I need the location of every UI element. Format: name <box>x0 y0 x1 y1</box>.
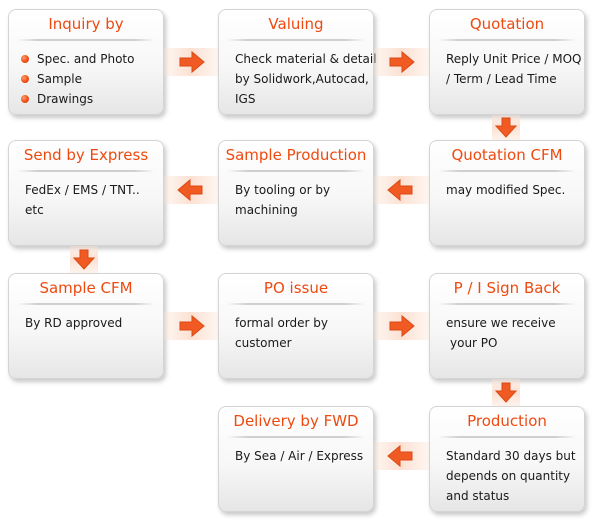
step-body: Check material & detail by Solidwork,Aut… <box>235 52 377 106</box>
step-title: Valuing <box>268 15 324 33</box>
arrow-right-icon <box>164 308 218 344</box>
arrow-right-icon <box>374 44 429 80</box>
step-pi-sign-back: P / I Sign Back ensure we receive your P… <box>429 273 585 379</box>
list-item: Spec. and Photo <box>21 49 153 69</box>
divider <box>17 39 155 41</box>
step-body: Standard 30 days but depends on quantity… <box>446 449 576 503</box>
step-sample-production: Sample Production By tooling or by machi… <box>218 140 374 246</box>
step-title: Quotation <box>469 15 545 33</box>
bullet-icon <box>21 75 29 83</box>
list-item: Sample <box>21 69 153 89</box>
step-title: PO issue <box>263 279 329 297</box>
step-quotation: Quotation Reply Unit Price / MOQ / Term … <box>429 9 585 115</box>
divider <box>438 170 576 172</box>
step-body: By tooling or by machining <box>235 183 331 217</box>
arrow-left-icon <box>164 172 218 208</box>
step-po-issue: PO issue formal order by customer <box>218 273 374 379</box>
step-send-by-express: Send by Express FedEx / EMS / TNT.. etc <box>8 140 164 246</box>
divider <box>17 170 155 172</box>
divider <box>17 303 155 305</box>
step-sample-cfm: Sample CFM By RD approved <box>8 273 164 379</box>
divider <box>438 303 576 305</box>
list-item: Drawings <box>21 89 153 109</box>
step-quotation-cfm: Quotation CFM may modified Spec. <box>429 140 585 246</box>
divider <box>227 170 365 172</box>
arrow-right-icon <box>164 44 218 80</box>
bullet-icon <box>21 95 29 103</box>
arrow-down-icon <box>488 379 524 406</box>
arrow-left-icon <box>374 172 429 208</box>
step-title: P / I Sign Back <box>453 279 561 297</box>
step-body: Spec. and Photo Sample Drawings <box>9 41 163 109</box>
step-body: Reply Unit Price / MOQ / Term / Lead Tim… <box>446 52 582 86</box>
step-body: FedEx / EMS / TNT.. etc <box>25 183 140 217</box>
step-title: Send by Express <box>23 146 149 164</box>
step-body: By Sea / Air / Express <box>235 449 364 463</box>
step-body: By RD approved <box>25 316 123 330</box>
step-production: Production Standard 30 days but depends … <box>429 406 585 512</box>
arrow-down-icon <box>488 115 524 140</box>
step-valuing: Valuing Check material & detail by Solid… <box>218 9 377 115</box>
divider <box>438 436 576 438</box>
step-body: ensure we receive your PO <box>446 316 556 350</box>
divider <box>227 436 365 438</box>
step-delivery-by-fwd: Delivery by FWD By Sea / Air / Express <box>218 406 374 512</box>
step-inquiry-by: Inquiry by Spec. and Photo Sample Drawin… <box>8 9 164 115</box>
step-title: Quotation CFM <box>451 146 563 164</box>
step-title: Inquiry by <box>48 15 124 33</box>
divider <box>438 39 576 41</box>
step-body: may modified Spec. <box>446 183 566 197</box>
bullet-icon <box>21 55 29 63</box>
step-title: Delivery by FWD <box>233 412 359 430</box>
step-title: Sample Production <box>225 146 367 164</box>
divider <box>227 39 365 41</box>
arrow-left-icon <box>374 438 429 474</box>
arrow-right-icon <box>374 308 429 344</box>
step-body: formal order by customer <box>235 316 329 350</box>
step-title: Production <box>467 412 547 430</box>
step-title: Sample CFM <box>39 279 133 297</box>
arrow-down-icon <box>66 246 102 273</box>
divider <box>227 303 365 305</box>
